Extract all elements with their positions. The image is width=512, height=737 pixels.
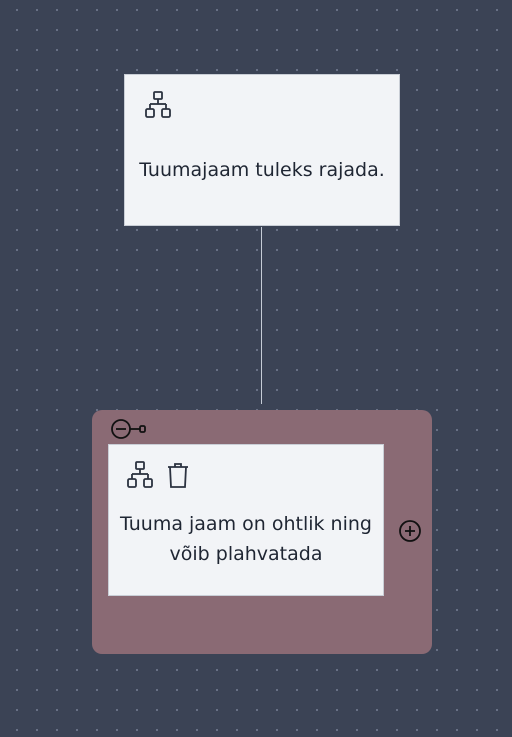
objection-card[interactable]: Tuuma jaam on ohtlik ning võib plahvatad… bbox=[108, 444, 384, 596]
connector-line bbox=[261, 227, 262, 404]
root-card-toolbar bbox=[143, 89, 173, 121]
hierarchy-icon[interactable] bbox=[125, 459, 155, 491]
hierarchy-icon[interactable] bbox=[143, 89, 173, 121]
collapse-group-icon[interactable] bbox=[110, 416, 146, 442]
trash-icon[interactable] bbox=[163, 459, 193, 491]
plus-circle-icon[interactable] bbox=[398, 519, 422, 543]
root-claim-card[interactable]: Tuumajaam tuleks rajada. bbox=[124, 74, 400, 226]
root-claim-text: Tuumajaam tuleks rajada. bbox=[139, 159, 385, 181]
objection-text-line-1: Tuuma jaam on ohtlik ning bbox=[120, 513, 372, 535]
objection-text-line-2: võib plahvatada bbox=[169, 543, 323, 565]
objection-card-toolbar bbox=[125, 459, 193, 491]
objection-text: Tuuma jaam on ohtlik ning võib plahvatad… bbox=[109, 509, 383, 569]
